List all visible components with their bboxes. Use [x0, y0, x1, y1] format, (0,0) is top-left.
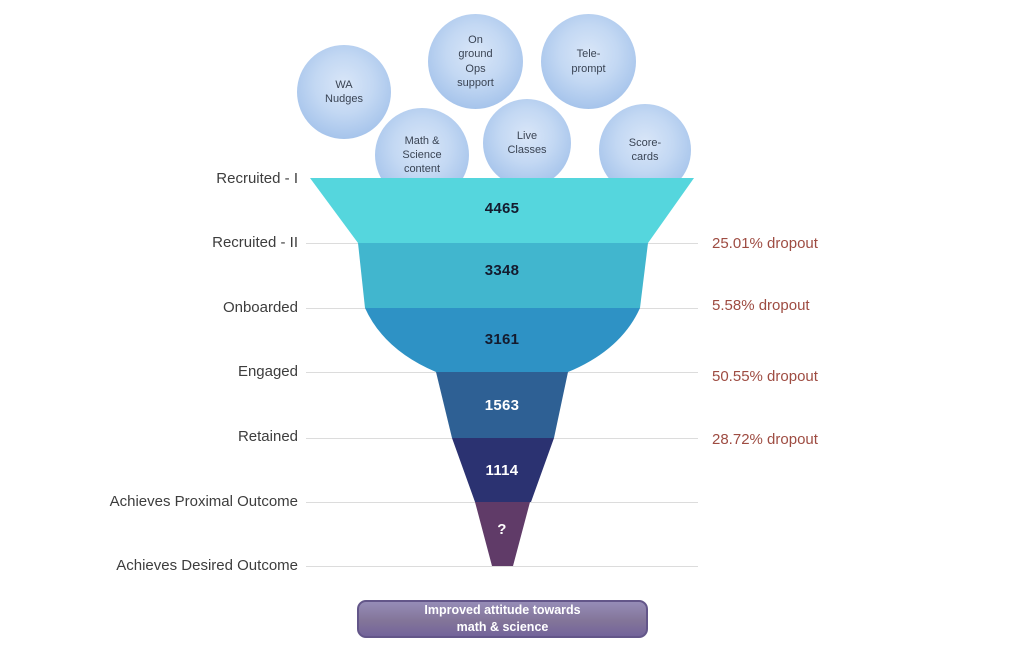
funnel-segment-onboarded [365, 308, 640, 372]
dropout-label-4: 28.72% dropout [712, 431, 818, 448]
stage-label-onboarded: Onboarded [222, 299, 298, 316]
funnel-segment-recruited-ii [358, 243, 648, 308]
funnel-segment-retained [452, 438, 554, 502]
segment-value-proximal: ? [497, 521, 507, 538]
funnel-segment-proximal-outcome [475, 502, 530, 566]
bubble-wa-nudges: WA Nudges [297, 45, 391, 139]
stage-label-recruited-i: Recruited - I [216, 170, 298, 187]
dropout-label-1: 25.01% dropout [712, 235, 818, 252]
stage-label-recruited-ii: Recruited - II [212, 234, 298, 251]
bubble-on-ground-ops-support: On ground Ops support [428, 14, 523, 109]
stage-label-engaged: Engaged [237, 363, 298, 380]
stage-label-achieves-proximal: Achieves Proximal Outcome [109, 493, 298, 510]
stage-label-achieves-desired: Achieves Desired Outcome [116, 557, 298, 574]
dropout-label-3: 50.55% dropout [712, 368, 818, 385]
segment-value-retained: 1114 [485, 462, 519, 479]
outcome-box: Improved attitude towards math & science [357, 600, 648, 638]
dropout-label-2: 5.58% dropout [712, 297, 810, 314]
bubble-live-classes: Live Classes [483, 99, 571, 187]
bubble-tele-prompt: Tele- prompt [541, 14, 636, 109]
funnel-segment-engaged [436, 372, 568, 438]
gridline-achieves-desired [306, 566, 698, 567]
funnel-segment-recruited-i [310, 178, 694, 243]
segment-value-engaged: 1563 [484, 397, 520, 414]
stage-label-retained: Retained [237, 428, 298, 445]
segment-value-recruited-ii: 3348 [484, 262, 520, 279]
segment-value-recruited-i: 4465 [484, 200, 520, 217]
segment-value-onboarded: 3161 [484, 331, 520, 348]
